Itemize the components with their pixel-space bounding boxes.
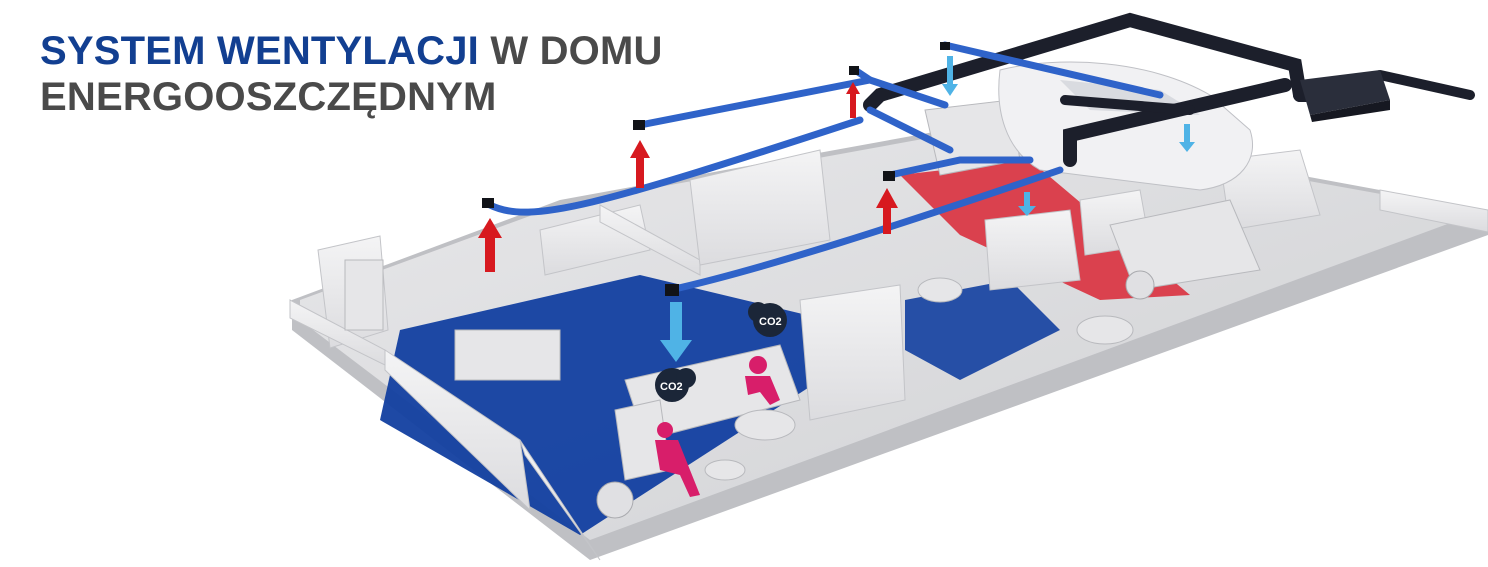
supply-arrow-icon (942, 56, 958, 96)
extract-arrow-icon (846, 82, 860, 118)
page-title: SYSTEM WENTYLACJI W DOMU ENERGOOSZCZĘDNY… (40, 28, 663, 120)
title-line2: ENERGOOSZCZĘDNYM (40, 75, 497, 119)
bathtub (1076, 315, 1134, 345)
bathroom-zone (905, 280, 1060, 380)
duct-terminals (482, 42, 950, 296)
kitchen-island (454, 329, 561, 381)
extract-arrow-icon (876, 188, 898, 234)
co2-label-lower: CO2 (660, 381, 683, 393)
extract-arrows (478, 82, 898, 272)
person-sitting-right (745, 356, 780, 405)
occupants (655, 356, 780, 497)
extract-arrow-icon (478, 218, 502, 272)
supply-arrow-icon (1018, 192, 1036, 216)
supply-arrows (660, 56, 1195, 362)
ottoman (704, 459, 746, 481)
plants (596, 270, 1155, 519)
supply-arrow-icon (1179, 124, 1195, 152)
extract-arrow-icon (630, 140, 650, 188)
sink (917, 277, 963, 303)
co2-cloud-icon: CO2 (655, 368, 696, 402)
exhaust-ducts (863, 12, 1475, 167)
title-accent: SYSTEM WENTYLACJI (40, 29, 479, 73)
coffee-table (734, 409, 796, 441)
title-rest: W DOMU (479, 29, 663, 73)
fridge (344, 259, 384, 331)
interior-walls (289, 149, 1488, 561)
co2-cloud-icon: CO2 (748, 302, 787, 337)
supply-arrow-icon (660, 302, 692, 362)
ventilation-unit-icon (1300, 70, 1390, 122)
co2-label-upper: CO2 (759, 316, 782, 328)
bed-main (1109, 199, 1261, 291)
person-sitting-left (655, 422, 700, 497)
